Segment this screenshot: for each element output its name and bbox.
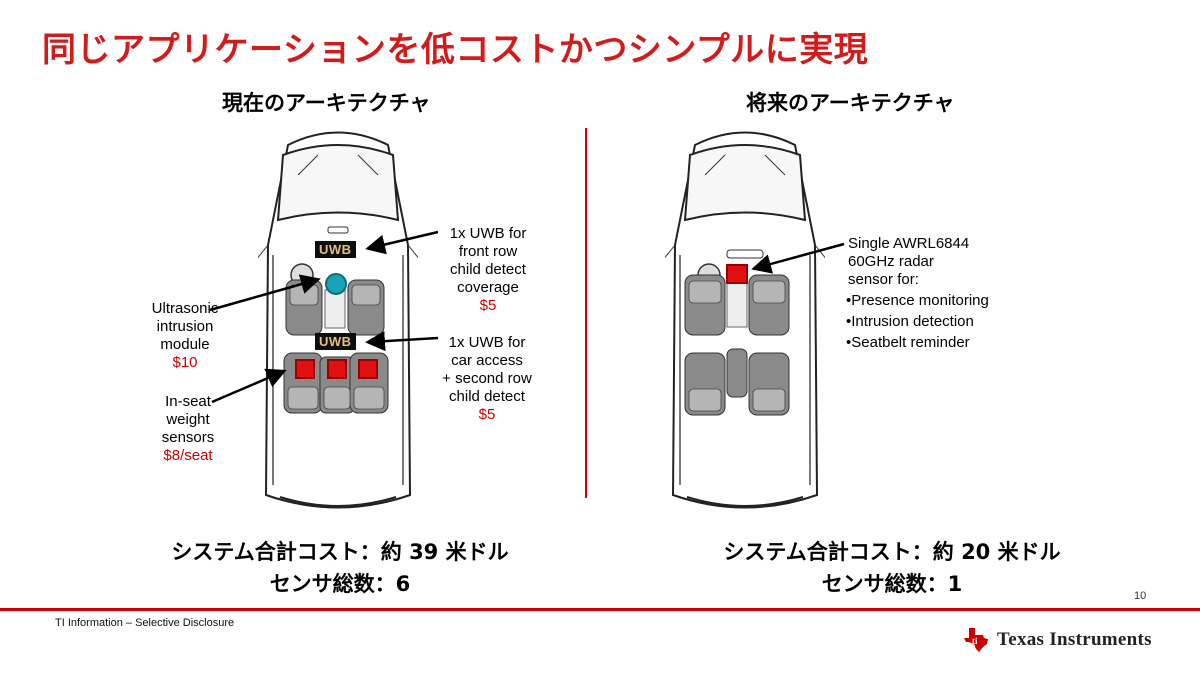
feature-seatbelt-reminder: Seatbelt reminder — [846, 332, 989, 353]
future-summary: システム合計コスト：約 20 米ドル センサ総数：1 — [712, 536, 1072, 600]
current-car-diagram — [258, 131, 418, 509]
ultrasonic-callout: Ultrasonic intrusion module $10 — [140, 300, 230, 372]
future-callout-arrow — [751, 242, 845, 274]
current-callout-arrows — [209, 230, 439, 404]
footer-rule — [0, 608, 1200, 611]
future-sensor-count: センサ総数：1 — [821, 572, 963, 596]
uwb-rear-badge: UWB — [315, 333, 356, 350]
weight-sensor-marker — [358, 359, 378, 379]
current-sensor-count: センサ総数：6 — [269, 572, 411, 596]
texas-state-icon: ti — [964, 628, 988, 652]
ultrasonic-price: $10 — [172, 354, 198, 371]
current-architecture-heading: 現在のアーキテクチャ — [222, 91, 431, 115]
uwb-front-callout: 1x UWB for front row child detect covera… — [438, 225, 538, 315]
weight-sensor-marker — [295, 359, 315, 379]
radar-feature-list: Presence monitoring Intrusion detection … — [846, 290, 989, 353]
radar-callout: Single AWRL6844 60GHz radar sensor for: — [848, 235, 970, 288]
feature-presence-monitoring: Presence monitoring — [846, 290, 989, 311]
ti-wordmark: Texas Instruments — [997, 629, 1152, 650]
future-car-diagram — [665, 131, 825, 509]
uwb-front-price: $5 — [479, 297, 497, 314]
radar-sensor-marker — [726, 264, 748, 284]
future-architecture-heading: 将来のアーキテクチャ — [746, 91, 955, 115]
future-total-cost: システム合計コスト：約 20 米ドル — [723, 540, 1061, 564]
ultrasonic-sensor-marker — [325, 273, 347, 295]
disclosure-text: TI Information – Selective Disclosure — [55, 617, 235, 629]
slide-title: 同じアプリケーションを低コストかつシンプルに実現 — [42, 30, 869, 70]
column-divider — [585, 128, 587, 498]
uwb-rear-price: $5 — [478, 406, 496, 423]
weight-sensor-callout: In-seat weight sensors $8/seat — [148, 393, 228, 465]
uwb-rear-callout: 1x UWB for car access + second row child… — [432, 334, 542, 424]
page-number: 10 — [1134, 590, 1147, 602]
uwb-front-badge: UWB — [315, 241, 356, 258]
ti-logo: ti Texas Instruments — [963, 627, 1152, 653]
feature-intrusion-detection: Intrusion detection — [846, 311, 989, 332]
current-summary: システム合計コスト：約 39 米ドル センサ総数：6 — [160, 536, 520, 600]
current-total-cost: システム合計コスト：約 39 米ドル — [171, 540, 509, 564]
weight-sensor-price: $8/seat — [163, 447, 213, 464]
svg-text:ti: ti — [972, 636, 978, 646]
weight-sensor-marker — [327, 359, 347, 379]
